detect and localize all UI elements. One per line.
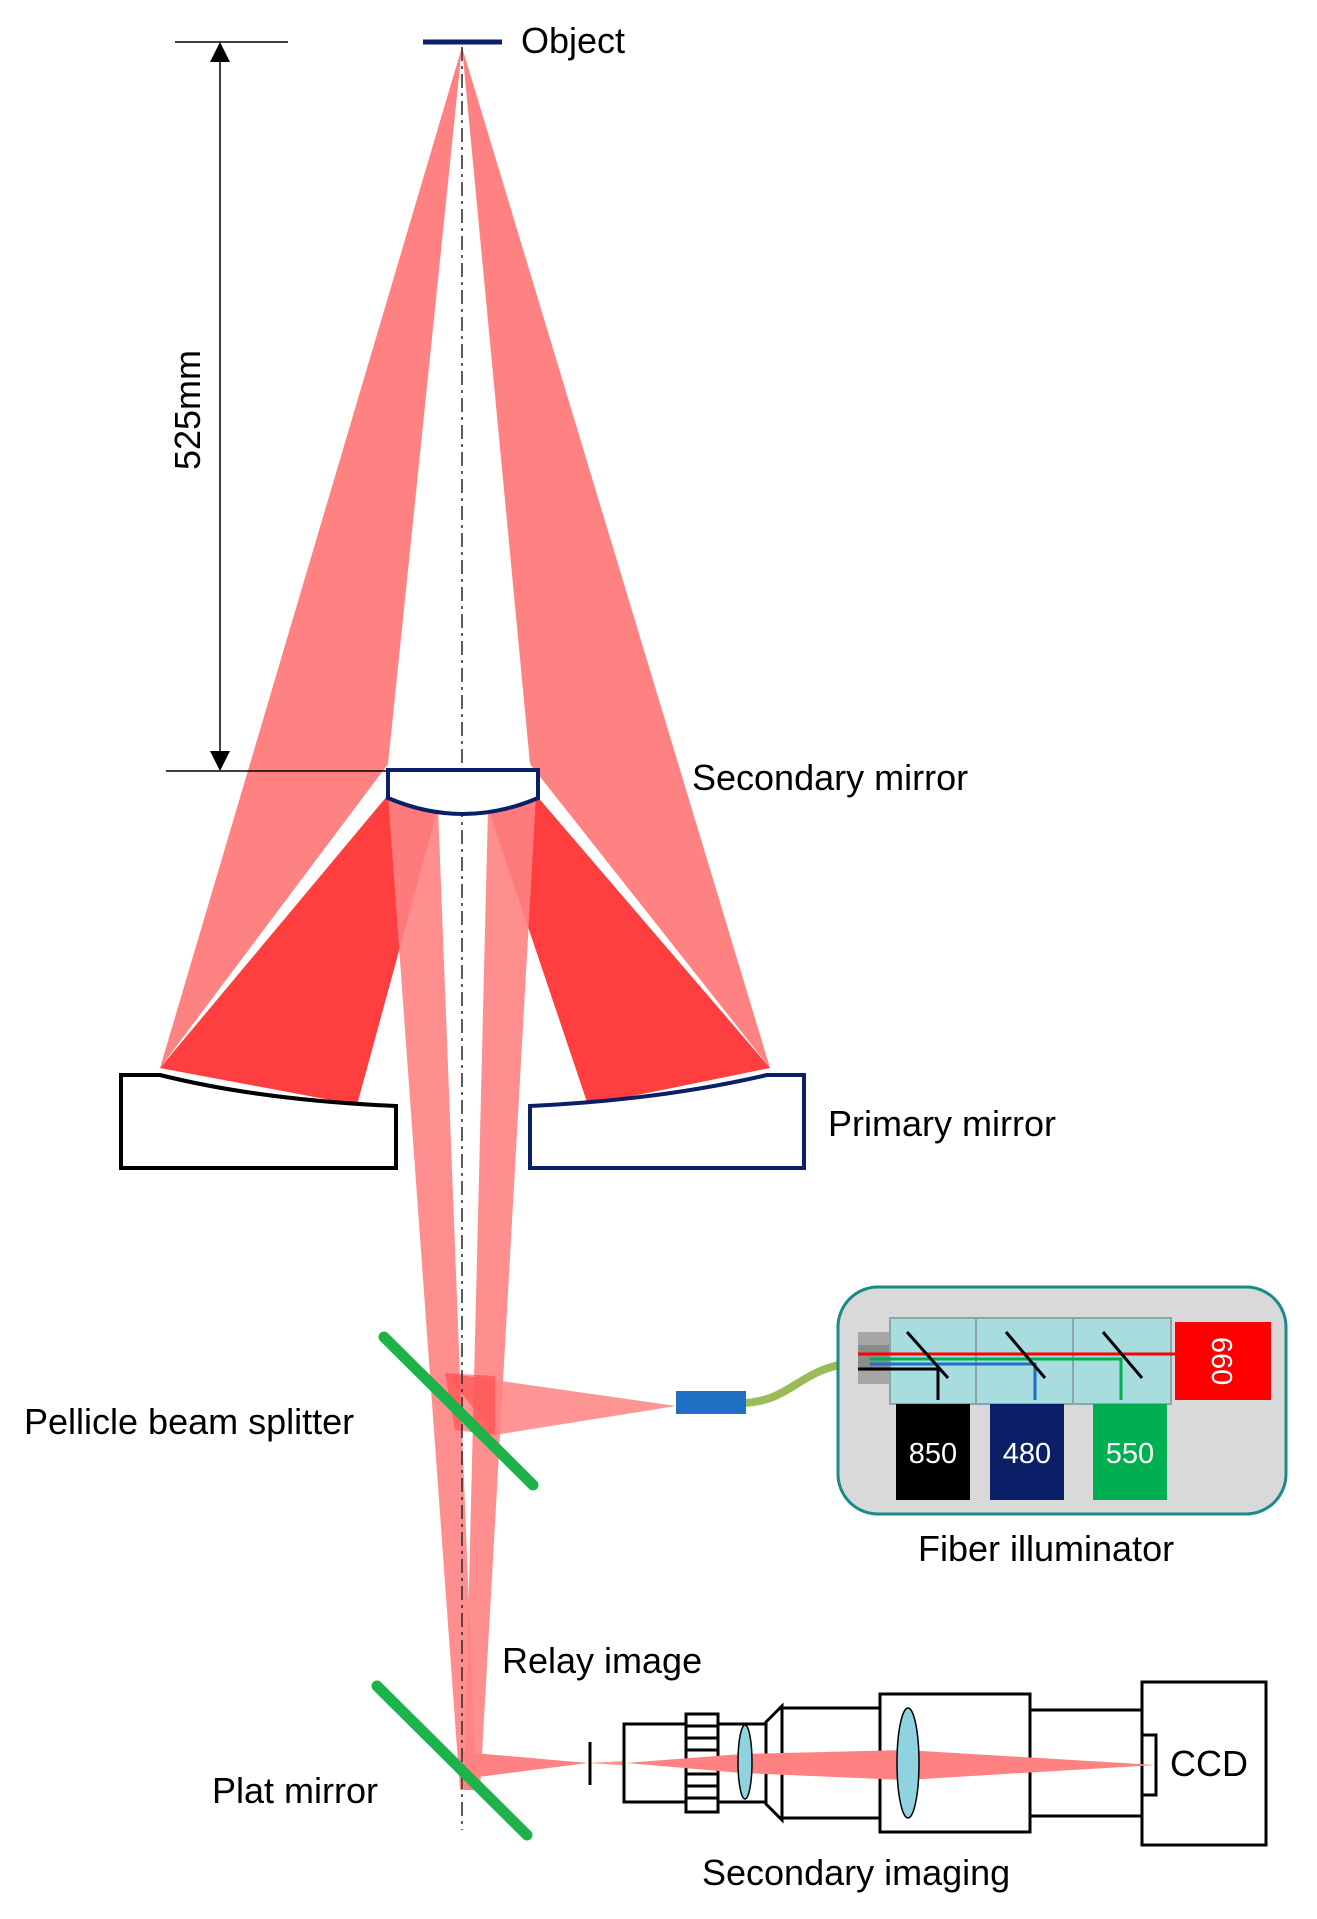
- primary-mirror-label: Primary mirror: [828, 1103, 1056, 1144]
- beam-right-outer: [462, 47, 770, 1068]
- pellicle-beam-splitter: [378, 1331, 539, 1491]
- source-660-box: [1175, 1322, 1271, 1400]
- secondary-imaging-label: Secondary imaging: [702, 1852, 1010, 1893]
- beam-550-line: [870, 1357, 1123, 1400]
- lens-small: [737, 1724, 753, 1800]
- primary-mirror-right: [528, 1073, 806, 1170]
- fiber-illuminator-label: Fiber illuminator: [918, 1528, 1174, 1569]
- ccd-label: CCD: [1170, 1743, 1248, 1784]
- lens-large: [896, 1707, 920, 1819]
- fiber-connector: [676, 1391, 746, 1414]
- beam-left-outer: [160, 47, 462, 1068]
- dichroic-diagonal-3: [1101, 1331, 1144, 1379]
- source-850-label: 850: [909, 1438, 957, 1470]
- plat-mirror: [371, 1680, 533, 1841]
- secondary-mirror: [386, 768, 540, 816]
- beam-inside-main: [742, 1750, 905, 1780]
- arrow-up-icon: [210, 42, 230, 62]
- source-480-box: [990, 1404, 1064, 1500]
- dichroic-cube-1: [889, 1317, 977, 1405]
- secondary-imaging-optics: CCD: [622, 1680, 1268, 1847]
- distance-dimension: 525mm: [166, 41, 388, 772]
- dichroic-cube-2: [975, 1317, 1074, 1405]
- object-label: Object: [521, 20, 625, 61]
- beam-right-reflected: [488, 795, 770, 1105]
- source-550-box: [1093, 1404, 1167, 1500]
- dichroic-diagonal-1: [905, 1331, 950, 1379]
- ccd-camera-body: [1140, 1680, 1268, 1847]
- beam-splitter-overlap: [445, 1373, 495, 1435]
- relay-image-label: Relay image: [502, 1640, 702, 1681]
- distance-label: 525mm: [167, 350, 208, 470]
- arrow-down-icon: [210, 751, 230, 771]
- source-850-box: [896, 1404, 970, 1500]
- beam-down-left: [388, 795, 476, 1790]
- pellicle-beam-splitter-label: Pellicle beam splitter: [24, 1401, 354, 1442]
- beam-left-reflected: [160, 795, 438, 1105]
- fiber-illuminator: 850 480 550 660: [836, 1285, 1288, 1516]
- primary-mirror-left: [119, 1073, 398, 1170]
- source-480-label: 480: [1003, 1438, 1051, 1470]
- beam-inside-rear: [905, 1750, 1156, 1780]
- source-660-label: 660: [1205, 1337, 1237, 1385]
- beam-to-relay: [462, 1752, 588, 1778]
- beam-illumination-cone: [445, 1373, 676, 1435]
- beam-inside-front: [626, 1754, 742, 1773]
- source-550-label: 550: [1106, 1438, 1154, 1470]
- beam-down-right: [464, 795, 536, 1790]
- plat-mirror-label: Plat mirror: [212, 1770, 378, 1811]
- dichroic-diagonal-2: [1004, 1331, 1047, 1379]
- secondary-mirror-label: Secondary mirror: [692, 757, 968, 798]
